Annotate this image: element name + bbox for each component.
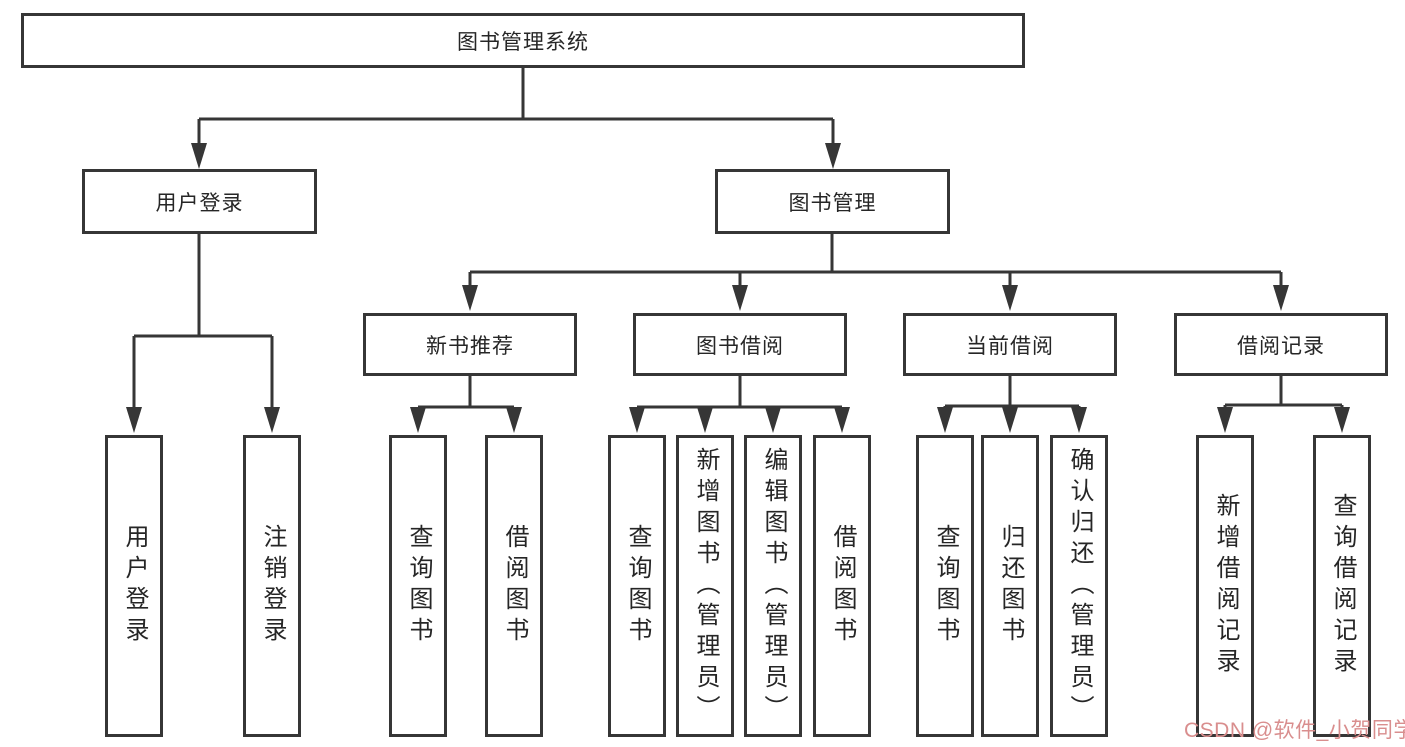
leaf-return-books: 归还图书 [981,435,1039,737]
node-user-login-label: 用户登录 [155,191,244,215]
leaf-user-login-label: 用户登录 [121,524,148,648]
leaf-add-books-admin-label: 新增图书（管理员） [692,446,719,726]
csdn-watermark: CSDN @软件_小贺同学 [1184,719,1405,742]
node-book-management-label: 图书管理 [788,191,877,215]
leaf-add-borrow-record: 新增借阅记录 [1196,435,1254,737]
node-current-borrowing: 当前借阅 [903,313,1117,376]
node-book-borrowing: 图书借阅 [633,313,847,376]
leaf-add-books-admin: 新增图书（管理员） [676,435,734,737]
leaf-return-books-label: 归还图书 [997,524,1024,648]
node-borrowing-records-label: 借阅记录 [1237,334,1325,358]
leaf-query-books-3-label: 查询图书 [932,524,959,648]
leaf-logout: 注销登录 [243,435,301,737]
leaf-query-books-2: 查询图书 [608,435,666,737]
leaf-confirm-return-admin: 确认归还（管理员） [1050,435,1108,737]
leaf-query-books-1: 查询图书 [389,435,447,737]
leaf-user-login: 用户登录 [105,435,163,737]
leaf-borrow-books-1: 借阅图书 [485,435,543,737]
leaf-borrow-books-2-label: 借阅图书 [829,524,856,648]
leaf-confirm-return-admin-label: 确认归还（管理员） [1066,446,1093,726]
node-root: 图书管理系统 [21,13,1025,68]
leaf-borrow-books-2: 借阅图书 [813,435,871,737]
node-root-label: 图书管理系统 [457,30,589,54]
leaf-query-borrow-record-label: 查询借阅记录 [1329,493,1356,679]
leaf-edit-books-admin: 编辑图书（管理员） [744,435,802,737]
node-current-borrowing-label: 当前借阅 [966,334,1054,358]
leaf-borrow-books-1-label: 借阅图书 [501,524,528,648]
node-borrowing-records: 借阅记录 [1174,313,1388,376]
leaf-query-books-2-label: 查询图书 [624,524,651,648]
leaf-query-books-3: 查询图书 [916,435,974,737]
arrowheads [126,143,1350,433]
node-new-book-recommendation-label: 新书推荐 [426,334,514,358]
leaf-logout-label: 注销登录 [259,524,286,648]
node-user-login: 用户登录 [82,169,317,234]
node-book-management: 图书管理 [715,169,950,234]
node-book-borrowing-label: 图书借阅 [696,334,784,358]
leaf-query-borrow-record: 查询借阅记录 [1313,435,1371,737]
node-new-book-recommendation: 新书推荐 [363,313,577,376]
leaf-edit-books-admin-label: 编辑图书（管理员） [760,446,787,726]
leaf-add-borrow-record-label: 新增借阅记录 [1212,493,1239,679]
leaf-query-books-1-label: 查询图书 [405,524,432,648]
